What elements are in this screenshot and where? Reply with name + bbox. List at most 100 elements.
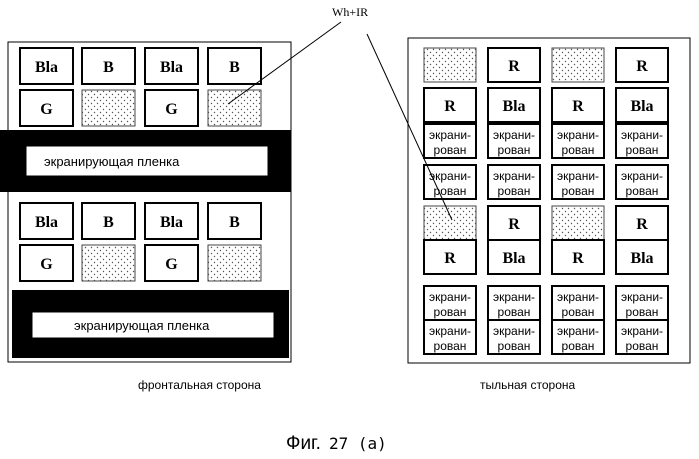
back-cell-0-1: R (488, 48, 540, 82)
cell-label: R (572, 98, 584, 115)
shield-cell-line1: экрани- (429, 128, 471, 142)
back-cell-3-3: экрани-рован (616, 165, 668, 199)
shield-cell-line2: рован (434, 143, 467, 157)
shield-cell-line1: экрани- (429, 324, 471, 338)
wh-ir-label: Wh+IR (332, 5, 368, 19)
shield-cell-line1: экрани- (493, 290, 535, 304)
shield-cell-line2: рован (626, 305, 659, 319)
back-cell-3-0: экрани-рован (424, 165, 476, 199)
front-side-caption: фронтальная сторона (138, 378, 261, 392)
cell-label: Bla (35, 59, 58, 76)
cell-label: Bla (630, 250, 653, 267)
shield-cell-line1: экрани- (621, 128, 663, 142)
back-cell-0-0 (424, 48, 476, 82)
back-cell-2-3: экрани-рован (616, 124, 668, 158)
shield-cell-line1: экрани- (429, 169, 471, 183)
back-cell-6-0: экрани-рован (424, 286, 476, 320)
shield-cell-line2: рован (562, 143, 595, 157)
cell-label: R (572, 250, 584, 267)
shield-cell-line2: рован (434, 305, 467, 319)
shield-cell-line2: рован (562, 305, 595, 319)
front-cell-1-2: G (145, 90, 198, 126)
back-cell-2-1: экрани-рован (488, 124, 540, 158)
back-cell-6-1: экрани-рован (488, 286, 540, 320)
cell-label: Bla (35, 214, 58, 231)
back-cell-6-2: экрани-рован (552, 286, 604, 320)
back-cell-1-0: R (424, 88, 476, 122)
front-shield-label-bottom: экранирующая пленка (74, 318, 210, 333)
shield-cell-line2: рован (626, 184, 659, 198)
front-cell-0-0: Bla (20, 48, 73, 84)
shield-cell-line2: рован (434, 339, 467, 353)
front-cell-1-0: G (20, 90, 73, 126)
cell-label: G (165, 256, 178, 273)
cell-label: Bla (160, 214, 183, 231)
shield-cell-line2: рован (498, 184, 531, 198)
cell-label: G (165, 101, 178, 118)
back-cell-2-0: экрани-рован (424, 124, 476, 158)
shield-cell-line2: рован (498, 143, 531, 157)
front-cell-1-1 (82, 90, 135, 126)
cell-label: Bla (160, 59, 183, 76)
front-cell-2-3: B (208, 203, 261, 239)
back-panel: RRRBlaRBlaэкрани-рованэкрани-рованэкрани… (408, 38, 690, 363)
back-cell-4-2 (552, 206, 604, 240)
cell-label: R (508, 58, 520, 75)
cell-label: B (103, 214, 114, 231)
front-cell-0-1: B (82, 48, 135, 84)
figure-number: 27 (a) (329, 434, 387, 453)
cell-label: R (444, 250, 456, 267)
shield-cell-line1: экрани- (493, 324, 535, 338)
dotted-cell (552, 206, 604, 240)
dotted-cell (424, 206, 476, 240)
cell-label: Bla (630, 98, 653, 115)
back-cell-7-0: экрани-рован (424, 320, 476, 354)
back-cell-1-2: R (552, 88, 604, 122)
back-cell-4-0 (424, 206, 476, 240)
dotted-cell (208, 245, 261, 281)
cell-label: R (636, 58, 648, 75)
front-cell-3-3 (208, 245, 261, 281)
cell-label: R (636, 216, 648, 233)
front-cell-2-0: Bla (20, 203, 73, 239)
back-cell-5-0: R (424, 240, 476, 274)
back-cell-1-1: Bla (488, 88, 540, 122)
back-cell-7-1: экрани-рован (488, 320, 540, 354)
front-shield-label-top: экранирующая пленка (44, 154, 180, 169)
shield-cell-line1: экрани- (621, 290, 663, 304)
front-cell-0-2: Bla (145, 48, 198, 84)
front-cell-1-3 (208, 90, 261, 126)
dotted-cell (552, 48, 604, 82)
cell-label: B (229, 214, 240, 231)
shield-cell-line1: экрани- (493, 128, 535, 142)
back-cell-4-3: R (616, 206, 668, 240)
back-cell-5-1: Bla (488, 240, 540, 274)
shield-cell-line1: экрани- (557, 290, 599, 304)
back-cell-0-2 (552, 48, 604, 82)
dotted-cell (82, 245, 135, 281)
cell-label: R (444, 98, 456, 115)
back-cell-0-3: R (616, 48, 668, 82)
front-cell-0-3: B (208, 48, 261, 84)
cell-label: Bla (502, 98, 525, 115)
shield-cell-line2: рован (562, 339, 595, 353)
front-cell-3-1 (82, 245, 135, 281)
back-cell-3-1: экрани-рован (488, 165, 540, 199)
shield-cell-line2: рован (626, 339, 659, 353)
shield-cell-line1: экрани- (557, 169, 599, 183)
dotted-cell (208, 90, 261, 126)
shield-cell-line2: рован (562, 184, 595, 198)
cell-label: G (40, 256, 53, 273)
shield-cell-line2: рован (626, 143, 659, 157)
shield-cell-line2: рован (498, 305, 531, 319)
figure-prefix: Фиг. (286, 433, 321, 454)
cell-label: B (229, 59, 240, 76)
shield-cell-line1: экрани- (429, 290, 471, 304)
back-side-caption: тыльная сторона (480, 378, 576, 392)
cell-label: R (508, 216, 520, 233)
shield-cell-line1: экрани- (621, 324, 663, 338)
back-cell-6-3: экрани-рован (616, 286, 668, 320)
cell-label: Bla (502, 250, 525, 267)
figure-title: Фиг. 27 (a) (286, 433, 387, 454)
